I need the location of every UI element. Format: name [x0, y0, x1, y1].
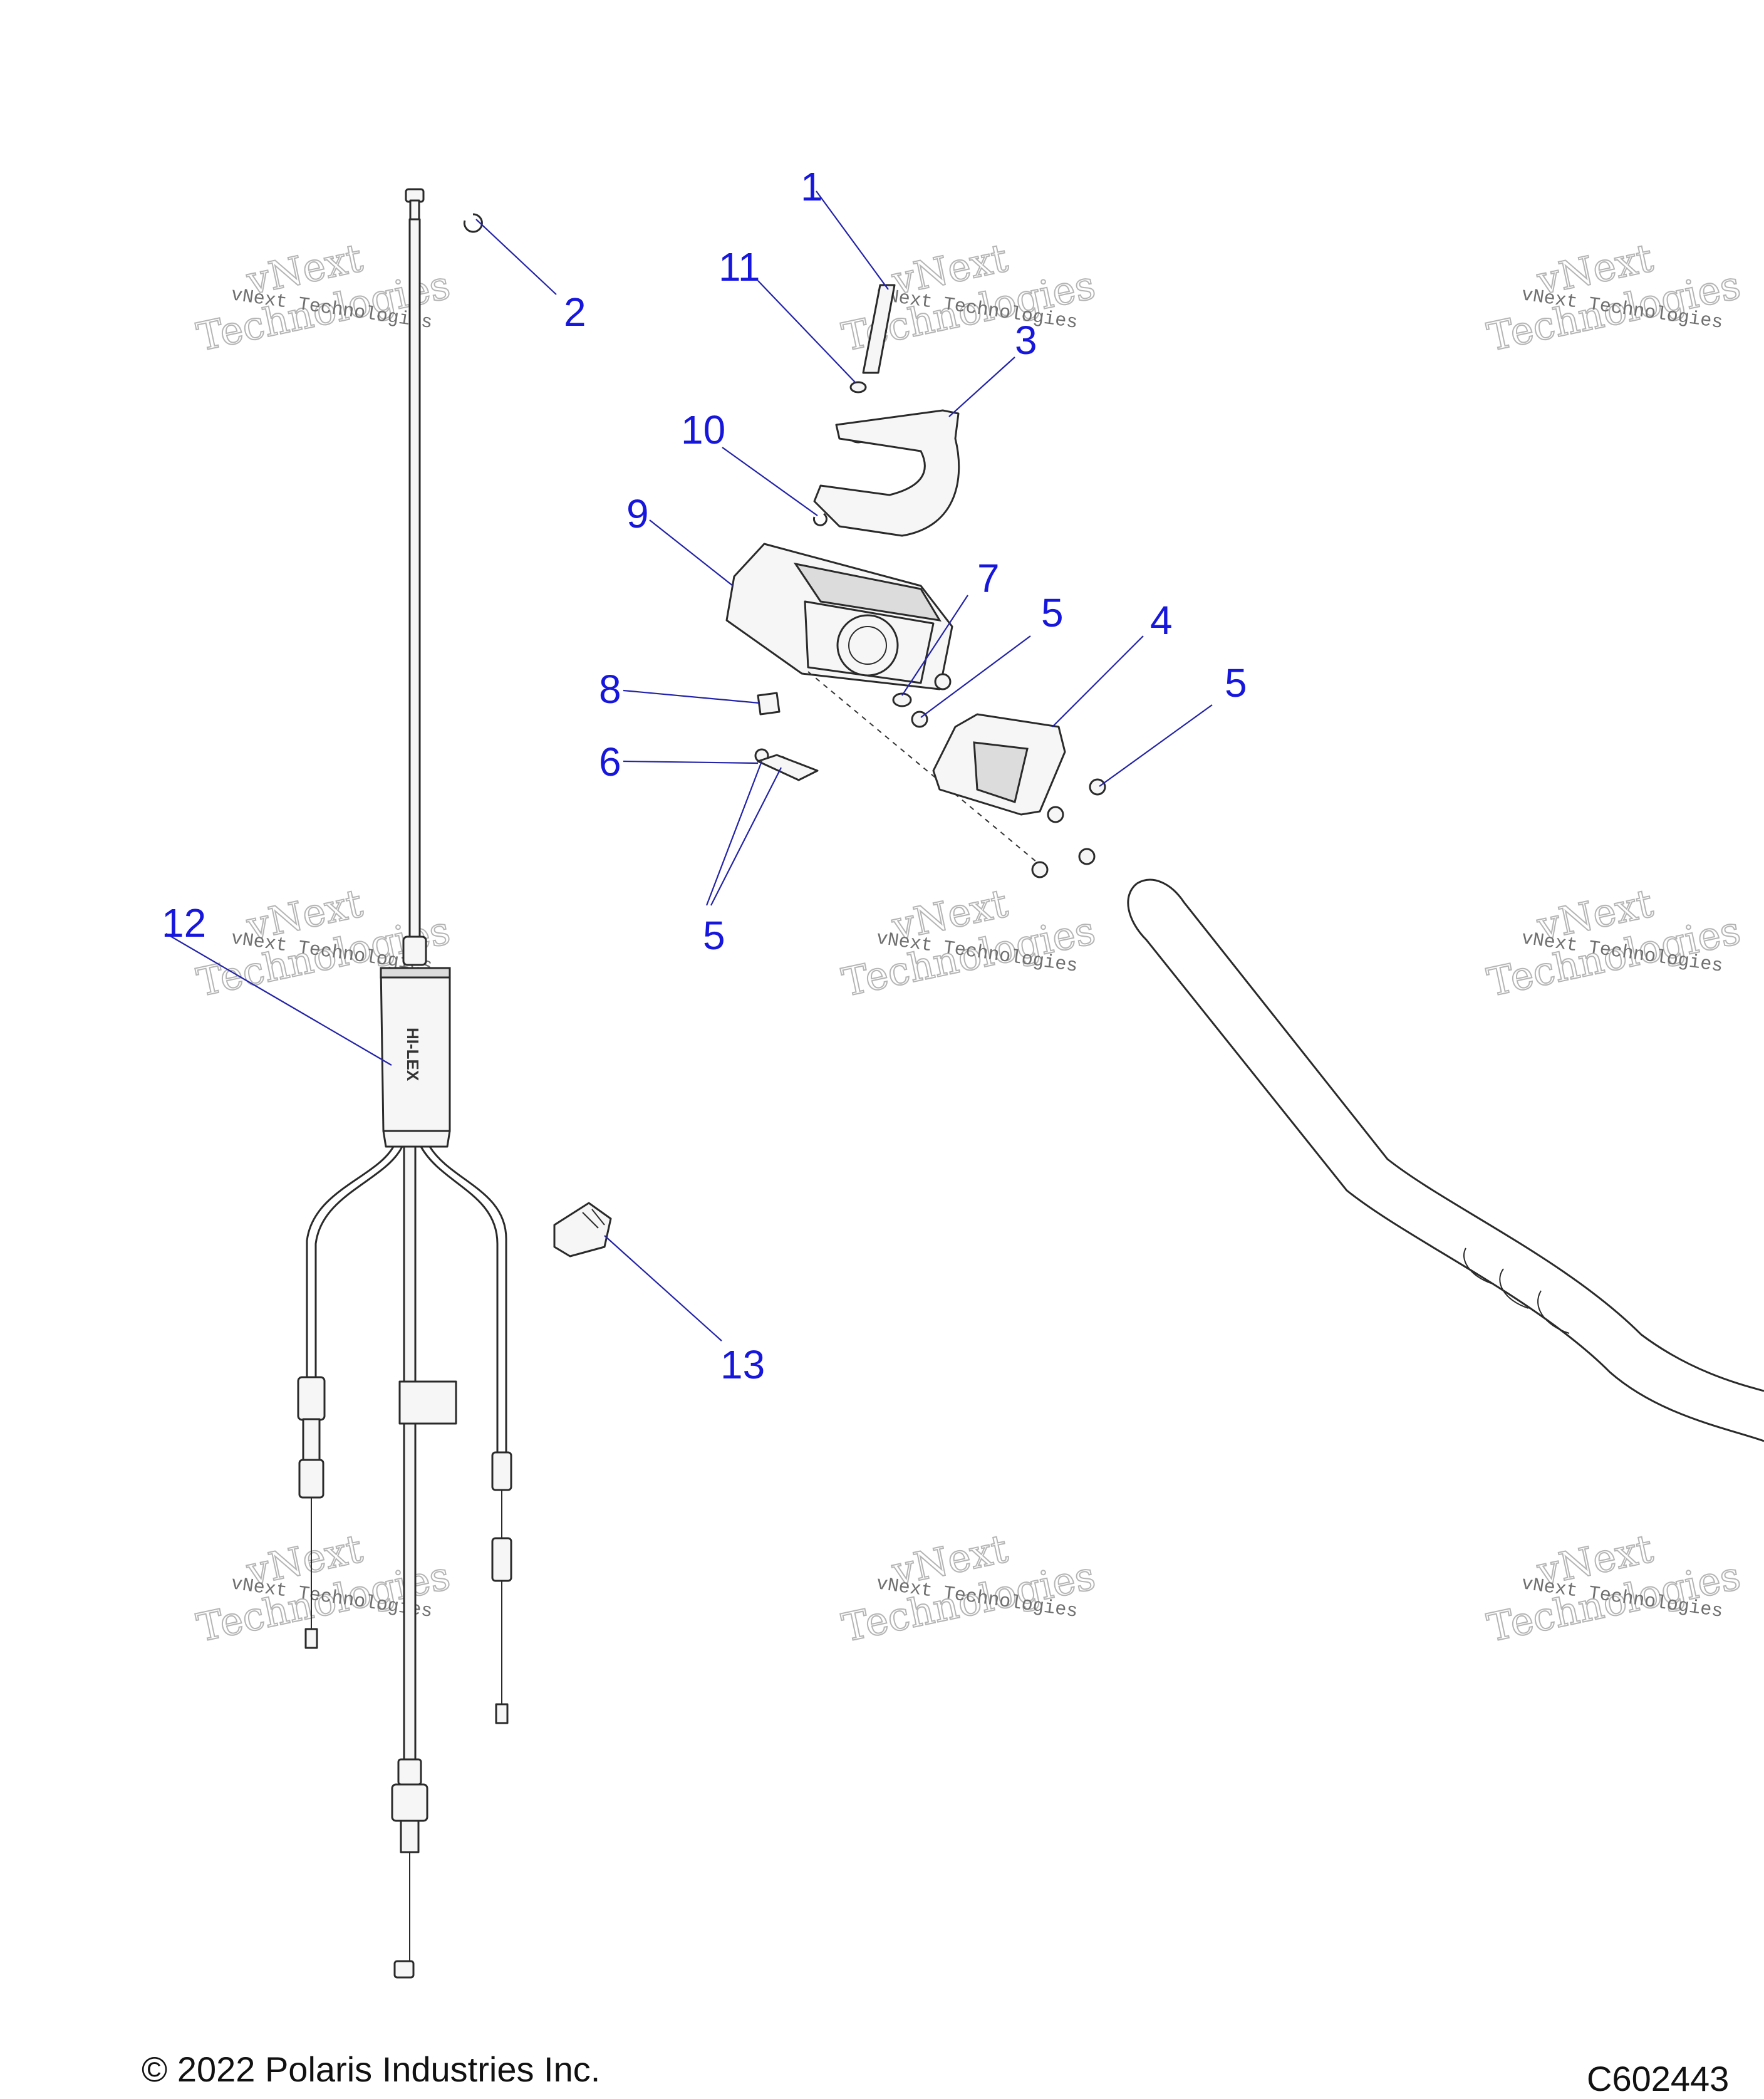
throttle-cable-assembly: HI-LEX [297, 188, 512, 1979]
handlebar-ring [1463, 1247, 1492, 1284]
callout-11[interactable]: 11 [719, 244, 760, 289]
callout-6[interactable]: 6 [599, 739, 621, 784]
connector-part-13 [553, 1202, 612, 1258]
cable-left-end-fitting [298, 1459, 324, 1499]
callout-2[interactable]: 2 [564, 289, 586, 335]
connector-body [553, 1202, 612, 1258]
housing-bore-inner [848, 626, 887, 665]
housing-top-opening [793, 562, 942, 622]
callout-10[interactable]: 10 [681, 407, 725, 452]
handlebar-lower-edge [1136, 878, 1764, 1392]
plug-part-8 [757, 692, 781, 716]
callouts: 1 2 3 4 5 5 5 6 7 8 9 10 11 12 13 [162, 164, 1247, 1387]
leader-lines [165, 190, 1213, 1341]
cable-right-end-fitting [491, 1537, 512, 1582]
leader-line-6 [623, 760, 759, 764]
alignment-line [807, 671, 1040, 865]
leader-line-5c-1 [705, 761, 763, 906]
figure-id: C602443 [1587, 2059, 1730, 2098]
callout-8[interactable]: 8 [599, 667, 621, 712]
connector-detail [591, 1209, 605, 1226]
screw-icon [1078, 848, 1096, 865]
washer-part-7 [892, 692, 912, 707]
leader-line-2 [475, 219, 557, 295]
screw-icon [934, 673, 952, 690]
screw-icon [1031, 861, 1049, 878]
leader-line-9 [649, 519, 734, 586]
handlebar-upper-edge [1127, 882, 1764, 1442]
callout-5c[interactable]: 5 [703, 913, 725, 958]
cover-opening [973, 741, 1029, 803]
e-clip-part-10 [812, 513, 828, 526]
cable-center-sheath [403, 1145, 417, 1762]
watermark-top-right: Technologies vNext vNext Technologies [1483, 234, 1745, 361]
leader-line-8 [623, 689, 760, 704]
leader-line-4 [1052, 635, 1144, 727]
callout-7[interactable]: 7 [977, 556, 1000, 601]
cable-center-clip [398, 1380, 457, 1425]
cable-center-end [393, 1960, 415, 1979]
leader-line-7 [901, 595, 968, 696]
housing-bore [836, 614, 899, 677]
leader-line-5c-2 [710, 767, 782, 906]
cable-collar [402, 935, 427, 966]
cable-right-branch [428, 1146, 507, 1454]
callout-12[interactable]: 12 [162, 900, 206, 945]
e-clip-part-2 [463, 213, 483, 233]
housing-cover-part-4 [932, 713, 1066, 816]
screw-icon [1089, 778, 1106, 796]
cable-junction-top [380, 967, 451, 979]
leader-line-13 [604, 1235, 722, 1341]
leader-line-12 [165, 933, 392, 1066]
cable-junction-bottom [382, 1130, 451, 1148]
cable-left-tube [302, 1418, 321, 1462]
watermark-middle-right: Technologies vNext vNext Technologies [1483, 880, 1745, 1006]
callout-9[interactable]: 9 [626, 491, 649, 536]
throttle-lever-part-3 [813, 409, 960, 537]
leader-line-5b [1099, 704, 1213, 787]
cable-left-adjuster [297, 1376, 326, 1421]
connector-detail [582, 1212, 599, 1229]
leader-line-11 [757, 280, 856, 383]
cable-right-adjuster [491, 1451, 512, 1491]
leader-line-3 [948, 357, 1015, 417]
handlebar-ring [1499, 1268, 1529, 1309]
throttle-housing-part-9 [725, 543, 953, 690]
cable-top-ferrule [409, 199, 420, 221]
leader-line-10 [722, 447, 818, 516]
cable-center-ferrule [400, 1820, 420, 1853]
cable-left-barrel [304, 1628, 318, 1649]
cable-upper-sheath [408, 218, 421, 941]
cable-left-branch [306, 1146, 395, 1378]
plate-part-6 [757, 754, 819, 781]
leader-line-5a [920, 635, 1031, 718]
callout-13[interactable]: 13 [720, 1342, 765, 1387]
leader-line-1 [816, 190, 889, 290]
watermark-middle-center: Technologies vNext vNext Technologies [838, 880, 1100, 1006]
washer-part-11 [849, 381, 867, 393]
handlebar [1127, 878, 1764, 1442]
callout-5b[interactable]: 5 [1225, 660, 1247, 706]
callout-1[interactable]: 1 [801, 164, 823, 209]
cable-brand-label: HI-LEX [403, 1028, 422, 1081]
screw-icon [1047, 806, 1064, 823]
cable-center-nut [391, 1783, 428, 1822]
cable-right-branch-edge [420, 1146, 499, 1454]
handlebar-ring [1537, 1290, 1570, 1334]
callout-5a[interactable]: 5 [1041, 590, 1064, 635]
watermark-bottom-center: Technologies vNext vNext Technologies [838, 1525, 1100, 1652]
copyright-notice: © 2022 Polaris Industries Inc. [142, 2050, 601, 2089]
cable-left-branch-edge [314, 1146, 403, 1378]
pivot-pin-part-1 [862, 284, 896, 374]
callout-3[interactable]: 3 [1015, 318, 1037, 363]
cable-center-adjuster [397, 1758, 422, 1786]
callout-4[interactable]: 4 [1150, 598, 1173, 643]
watermark-bottom-right: Technologies vNext vNext Technologies [1483, 1525, 1745, 1652]
cable-right-barrel [495, 1703, 509, 1724]
